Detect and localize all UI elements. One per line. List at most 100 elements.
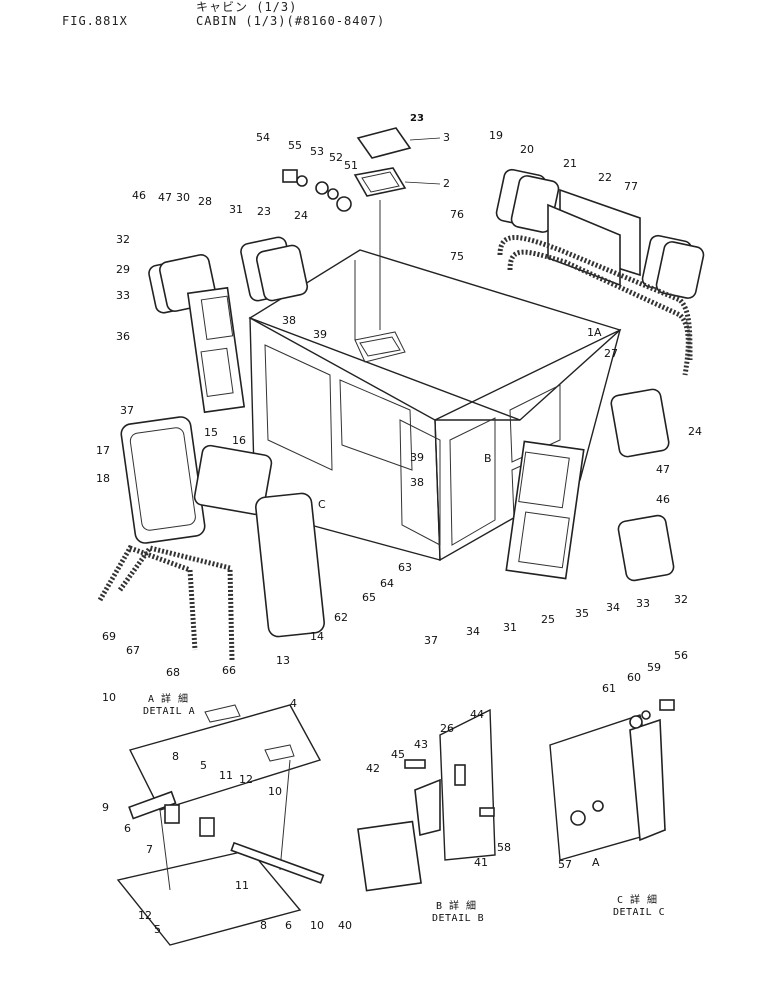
- callout-label: 34: [606, 601, 620, 614]
- detail-a-caption-jp: A 詳 細: [148, 692, 189, 705]
- callout-label: 38: [282, 314, 296, 327]
- callout-label: 32: [116, 233, 130, 246]
- callout-label: 63: [398, 561, 412, 574]
- callout-label: 60: [627, 671, 641, 684]
- callout-label: 2: [443, 177, 450, 190]
- callout-label: 55: [288, 139, 302, 152]
- right-top-window-group: [495, 168, 705, 376]
- callout-label: C: [318, 498, 326, 511]
- callout-label: 30: [176, 191, 190, 204]
- callout-label: 15: [204, 426, 218, 439]
- figure-label: FIG.881X: [62, 14, 128, 28]
- roof-hatch-parts: [353, 127, 441, 197]
- callout-label: A: [592, 856, 600, 869]
- callout-label: 46: [656, 493, 670, 506]
- detail-b-drawing: [357, 708, 496, 892]
- callout-label: 37: [424, 634, 438, 647]
- callout-label: 5: [154, 923, 161, 936]
- callout-label: 46: [132, 189, 146, 202]
- callout-label: 56: [674, 649, 688, 662]
- callout-label: 23: [410, 113, 424, 124]
- callout-label: 33: [116, 289, 130, 302]
- callout-label: 24: [294, 209, 308, 222]
- callout-label: 41: [474, 856, 488, 869]
- page-title: CABIN (1/3)(#8160-8407): [196, 14, 386, 28]
- right-side-window-group: [505, 388, 675, 582]
- callout-label: 7: [146, 843, 153, 856]
- callout-label: 20: [520, 143, 534, 156]
- callout-label: 10: [310, 919, 324, 932]
- callout-label: 27: [604, 347, 618, 360]
- callout-label: 42: [366, 762, 380, 775]
- callout-label: 17: [96, 444, 110, 457]
- callout-label: 13: [276, 654, 290, 667]
- callout-label: 69: [102, 630, 116, 643]
- callout-label: 59: [647, 661, 661, 674]
- callout-label: 23: [257, 205, 271, 218]
- callout-label: 26: [440, 722, 454, 735]
- callout-label: 58: [497, 841, 511, 854]
- detail-a-caption: DETAIL A: [143, 706, 195, 717]
- callout-label: 21: [563, 157, 577, 170]
- callout-label: 6: [124, 822, 131, 835]
- callout-label: 24: [688, 425, 702, 438]
- callout-label: B: [484, 452, 492, 465]
- callout-label: 31: [229, 203, 243, 216]
- callout-label: 10: [102, 691, 116, 704]
- callout-label: 8: [260, 919, 267, 932]
- callout-label: 29: [116, 263, 130, 276]
- callout-label: 35: [575, 607, 589, 620]
- callout-label: 64: [380, 577, 394, 590]
- callout-label: 22: [598, 171, 612, 184]
- detail-b-caption-jp: B 詳 細: [436, 899, 477, 912]
- callout-label: 75: [450, 250, 464, 263]
- callout-label: 28: [198, 195, 212, 208]
- callout-label: 51: [344, 159, 358, 172]
- callout-label: 43: [414, 738, 428, 751]
- callout-labels: 54 55 53 52 51 3 2 46 47 30 28 31 23 24 …: [96, 113, 702, 936]
- callout-label: 66: [222, 664, 236, 677]
- callout-label: 8: [172, 750, 179, 763]
- callout-label: 77: [624, 180, 638, 193]
- callout-label: 12: [138, 909, 152, 922]
- detail-a-drawing: [116, 704, 325, 946]
- callout-label: 52: [329, 151, 343, 164]
- callout-label: 47: [656, 463, 670, 476]
- callout-label: 34: [466, 625, 480, 638]
- callout-label: 10: [268, 785, 282, 798]
- callout-label: 12: [239, 773, 253, 786]
- callout-label: 9: [102, 801, 109, 814]
- callout-label: 36: [116, 330, 130, 343]
- callout-label: 54: [256, 131, 270, 144]
- callout-label: 5: [200, 759, 207, 772]
- callout-label: 4: [290, 697, 297, 710]
- detail-c-caption-jp: C 詳 細: [617, 893, 658, 906]
- cabin-body: [248, 200, 622, 562]
- callout-label: 18: [96, 472, 110, 485]
- roof-hardware: [282, 169, 352, 212]
- callout-label: 68: [166, 666, 180, 679]
- callout-label: 3: [443, 131, 450, 144]
- callout-label: 33: [636, 597, 650, 610]
- callout-label: 67: [126, 644, 140, 657]
- callout-label: 37: [120, 404, 134, 417]
- callout-label: 47: [158, 191, 172, 204]
- callout-label: 53: [310, 145, 324, 158]
- callout-label: 31: [503, 621, 517, 634]
- callout-label: 38: [410, 476, 424, 489]
- callout-label: 45: [391, 748, 405, 761]
- callout-label: 11: [235, 879, 249, 892]
- callout-label: 57: [558, 858, 572, 871]
- title-kana: キャビン (1/3): [196, 0, 298, 14]
- detail-captions: A 詳 細 DETAIL A B 詳 細 DETAIL B C 詳 細 DETA…: [143, 692, 665, 924]
- detail-c-drawing: [549, 699, 675, 861]
- callout-label: 39: [410, 451, 424, 464]
- callout-label: 1A: [587, 326, 602, 339]
- detail-c-caption: DETAIL C: [613, 907, 665, 918]
- detail-b-caption: DETAIL B: [432, 913, 484, 924]
- callout-label: 32: [674, 593, 688, 606]
- callout-label: 61: [602, 682, 616, 695]
- callout-label: 6: [285, 919, 292, 932]
- callout-label: 44: [470, 708, 484, 721]
